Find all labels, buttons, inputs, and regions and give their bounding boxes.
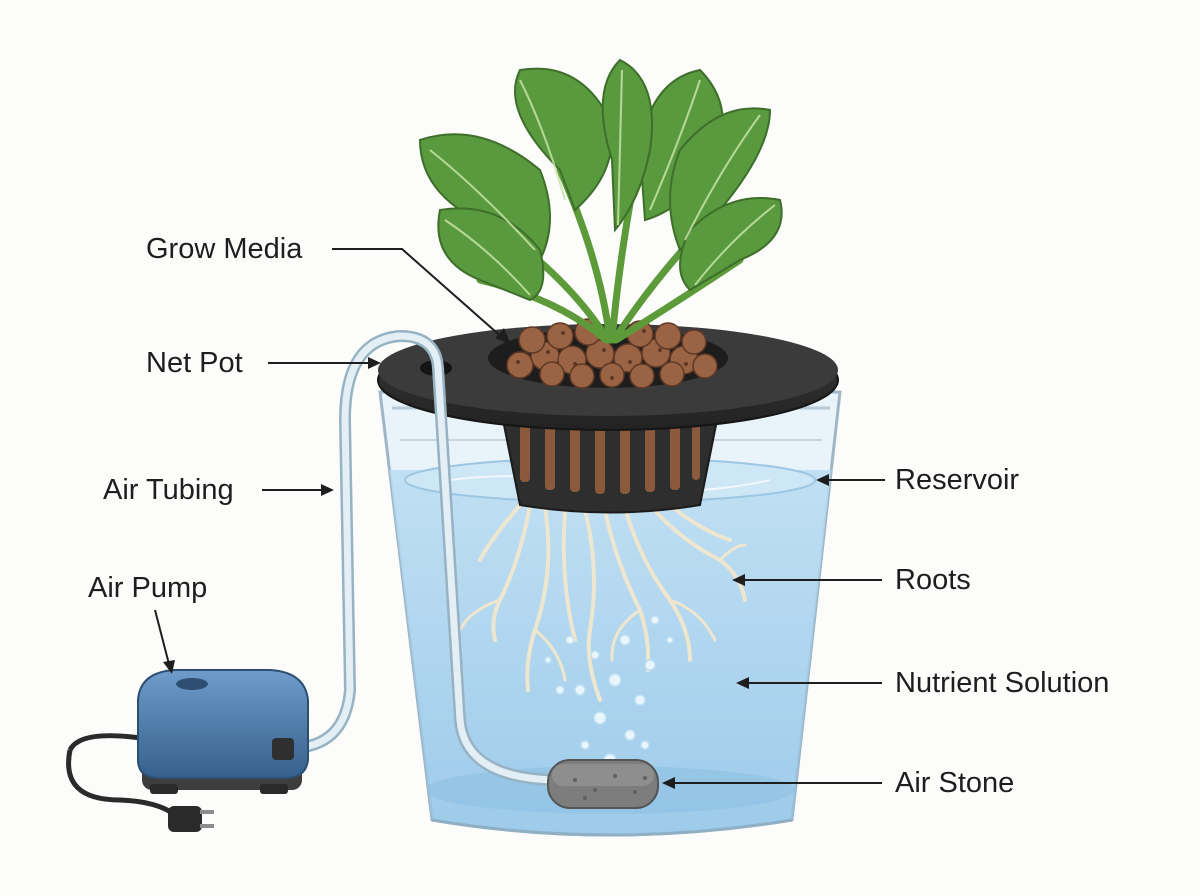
grow-media-label: Grow Media [146, 233, 303, 265]
air-stone-label: Air Stone [895, 767, 1015, 799]
arrow-heads [163, 328, 829, 789]
air-pump [66, 669, 309, 832]
leaf [514, 67, 613, 212]
net-pot [498, 404, 722, 514]
air-bubbles [544, 615, 674, 767]
air-tubing-label: Air Tubing [103, 474, 234, 506]
air-tubing [284, 329, 561, 786]
air-pump-leader [154, 609, 171, 669]
air-pump-label: Air Pump [88, 572, 208, 604]
roots [458, 503, 747, 702]
grow-media-leader [332, 248, 506, 341]
roots-label: Roots [895, 564, 971, 596]
plant [418, 58, 783, 344]
power-plug [168, 806, 214, 832]
power-cord [66, 749, 182, 822]
air-stone [547, 759, 659, 809]
nutrient-solution-label: Nutrient Solution [895, 667, 1110, 699]
net-pot-label: Net Pot [146, 347, 243, 379]
leaf [669, 107, 772, 252]
reservoir-label: Reservoir [895, 464, 1020, 496]
leader-lines [154, 248, 885, 784]
leaf [601, 58, 653, 233]
